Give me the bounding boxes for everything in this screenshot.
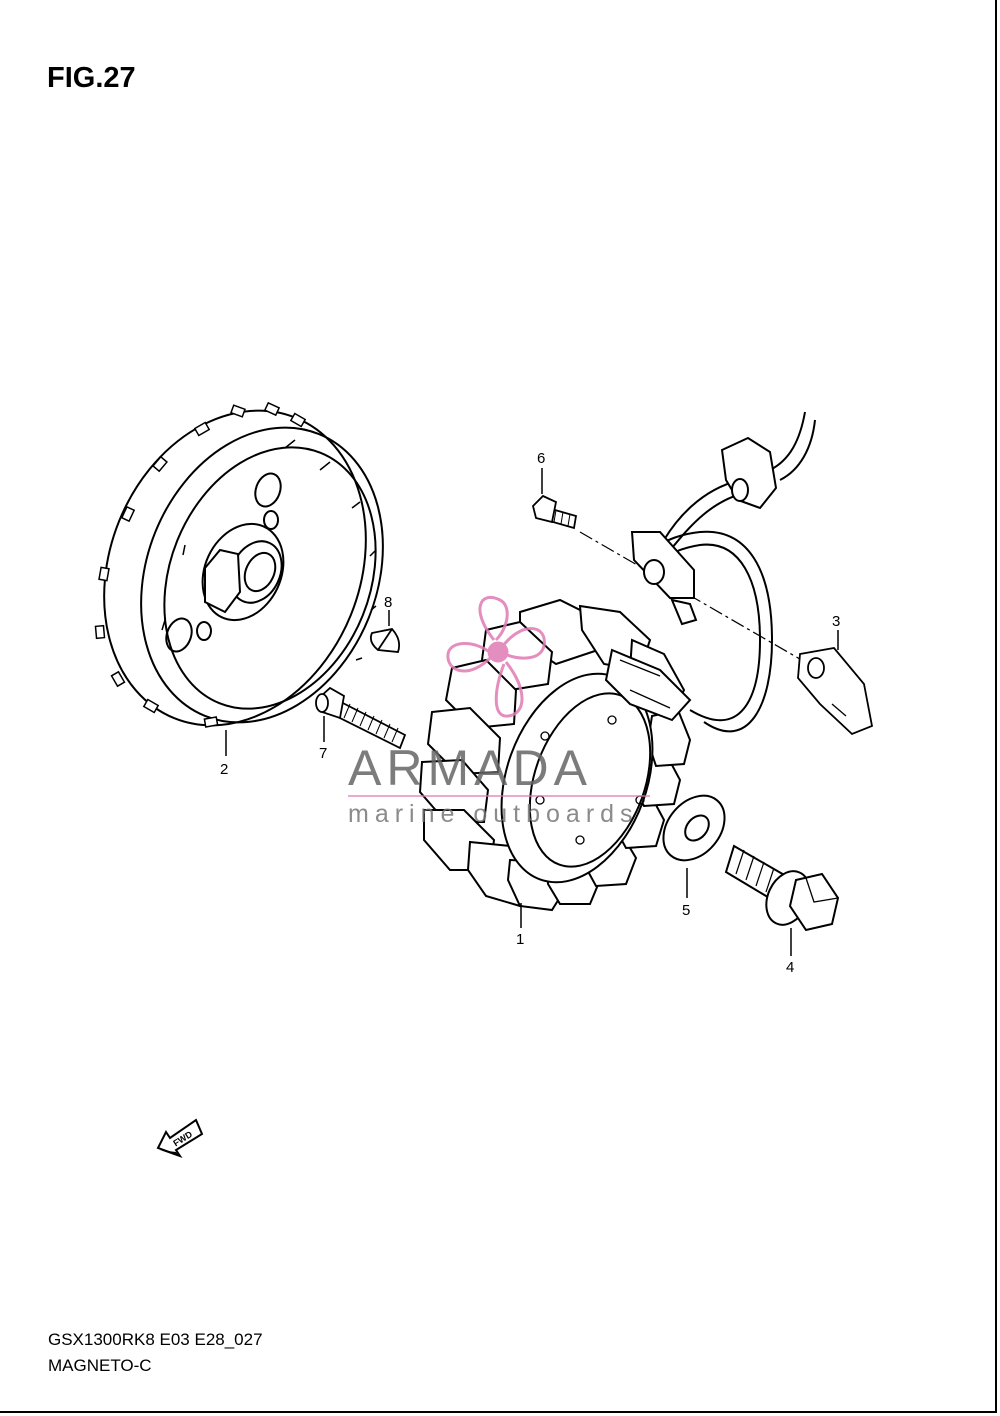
washer-part-5[interactable]: [651, 784, 737, 873]
fwd-arrow-icon: FWD: [156, 1118, 204, 1158]
screw-part-6[interactable]: [532, 494, 578, 530]
figure-code: GSX1300RK8 E03 E28_027: [48, 1330, 263, 1349]
bolt-part-7[interactable]: [315, 686, 407, 750]
stator-part-1[interactable]: [418, 598, 692, 912]
watermark-tagline: marine outboards: [348, 800, 639, 828]
callout-4: 4: [786, 959, 794, 976]
bolt-part-4[interactable]: [724, 844, 840, 932]
figure-name: MAGNETO-C: [48, 1356, 152, 1375]
clamp-part-3[interactable]: [797, 647, 874, 736]
callout-2: 2: [220, 761, 228, 778]
figure-title: FIG.27: [47, 62, 136, 94]
callout-7: 7: [319, 745, 327, 762]
key-part-8[interactable]: [369, 628, 401, 653]
callout-6: 6: [537, 450, 545, 467]
callout-8: 8: [384, 594, 392, 611]
callout-3: 3: [832, 613, 840, 630]
rotor-part-2[interactable]: [58, 371, 425, 765]
wire-clamp: [630, 531, 698, 626]
grommet: [720, 436, 778, 510]
armada-logo-watermark: ARMADA marine outboards: [348, 595, 650, 828]
callout-1: 1: [516, 931, 524, 948]
watermark-brand: ARMADA: [348, 740, 592, 796]
callout-5: 5: [682, 902, 690, 919]
